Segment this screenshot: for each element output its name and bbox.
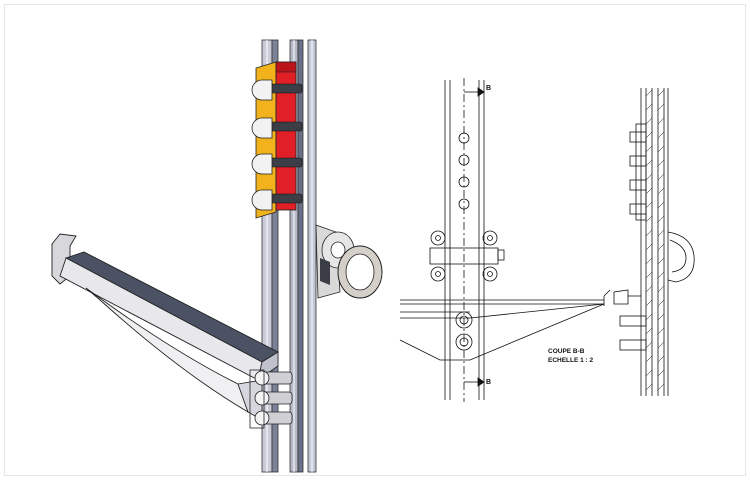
hook-ring-icon [315, 224, 383, 299]
section-labels: B B COUPE B-B ECHELLE 1 : 2 [486, 85, 594, 386]
section-marker-top: B [486, 85, 491, 92]
section-marker-bottom: B [486, 379, 491, 386]
sheet-frame [4, 4, 746, 476]
section-scale: ECHELLE 1 : 2 [548, 357, 594, 364]
section-title: COUPE B-B [548, 348, 585, 355]
shelf-bracket-icon [51, 233, 279, 421]
section-view [613, 88, 695, 396]
isometric-view [51, 39, 383, 473]
lock-bar-icon [251, 61, 303, 219]
bracket-hooks [249, 369, 293, 429]
front-view [399, 78, 611, 402]
